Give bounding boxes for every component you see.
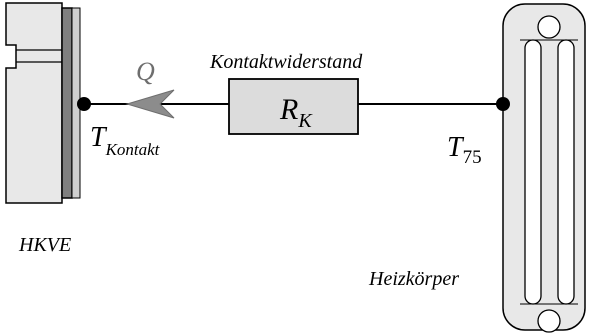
resistance-symbol: R [279, 93, 298, 126]
radiator-tube-left [524, 39, 542, 305]
radiator-node [496, 97, 510, 111]
radiator-temperature-symbol: T [447, 132, 465, 163]
resistance-subscript: K [297, 110, 313, 132]
hkve-label: HKVE [18, 234, 71, 256]
heat-flow-label: Q [136, 57, 155, 86]
radiator-bottom-hub [537, 309, 561, 333]
contact-node [77, 97, 91, 111]
hkve-contact-plate [61, 7, 73, 199]
heat-flow-arrow [125, 89, 175, 119]
resistance-caption: Kontaktwiderstand [209, 51, 363, 73]
resistance-label: RK [279, 93, 313, 132]
radiator-label: Heizkörper [368, 268, 459, 290]
contact-temperature-symbol: T [90, 122, 108, 153]
radiator-temperature-subscript: 75 [463, 147, 482, 168]
hkve-body [5, 2, 63, 204]
hkve-device [5, 2, 81, 204]
contact-temperature-label: TKontakt [90, 122, 161, 159]
radiator [502, 3, 586, 333]
radiator-top-hub [537, 15, 561, 39]
contact-resistance-box [228, 78, 359, 135]
contact-temperature-subscript: Kontakt [105, 140, 161, 159]
radiator-tube-right [557, 39, 575, 305]
radiator-temperature-label: T75 [447, 132, 482, 168]
